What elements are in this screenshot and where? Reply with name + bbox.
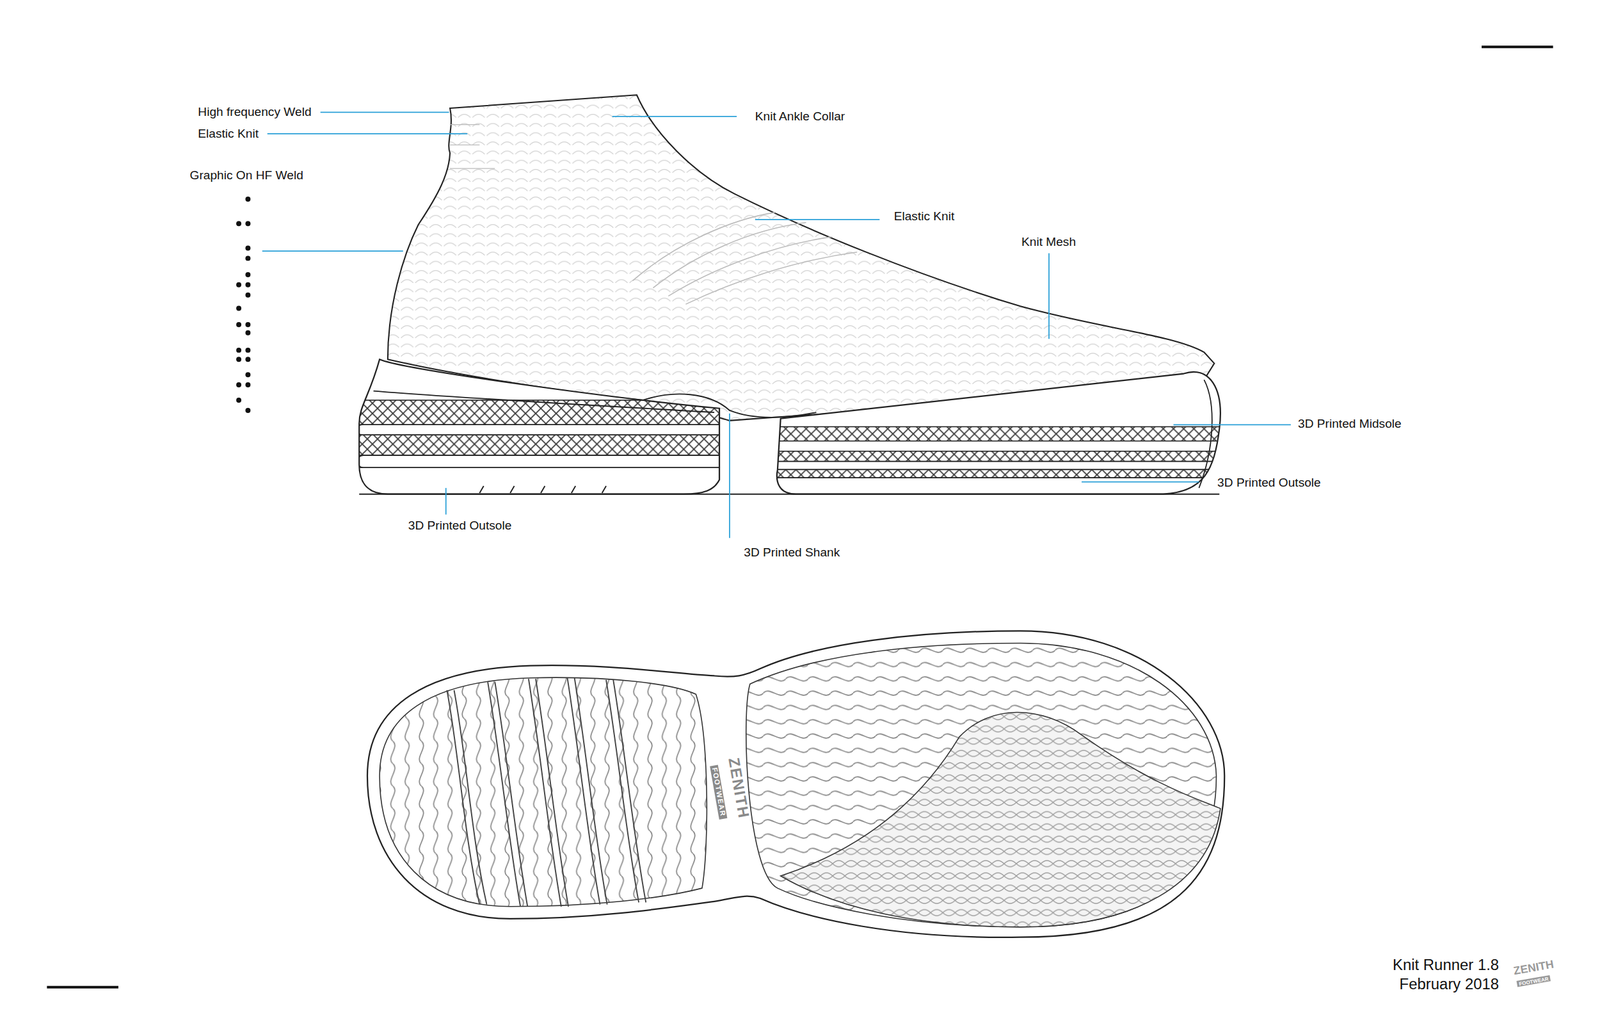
callout-label: Knit Mesh xyxy=(1021,234,1076,249)
callout-label: 3D Printed Outsole xyxy=(1217,475,1321,491)
callout-label: Knit Ankle Collar xyxy=(755,108,845,124)
callout-label: 3D Printed Outsole xyxy=(408,518,512,534)
logo-band: FOOTWEAR xyxy=(1516,974,1551,987)
callout-label: High frequency Weld xyxy=(197,104,312,120)
callout-label: Elastic Knit xyxy=(894,209,955,224)
sheet-title: Knit Runner 1.8 xyxy=(1392,954,1499,974)
callout-label: 3D Printed Shank xyxy=(743,544,840,560)
sheet-date: February 2018 xyxy=(1399,974,1500,994)
callout-label: 3D Printed Midsole xyxy=(1297,416,1402,431)
callout-label: Elastic Knit xyxy=(197,126,259,141)
callout-label: Graphic On HF Weld xyxy=(190,168,304,184)
